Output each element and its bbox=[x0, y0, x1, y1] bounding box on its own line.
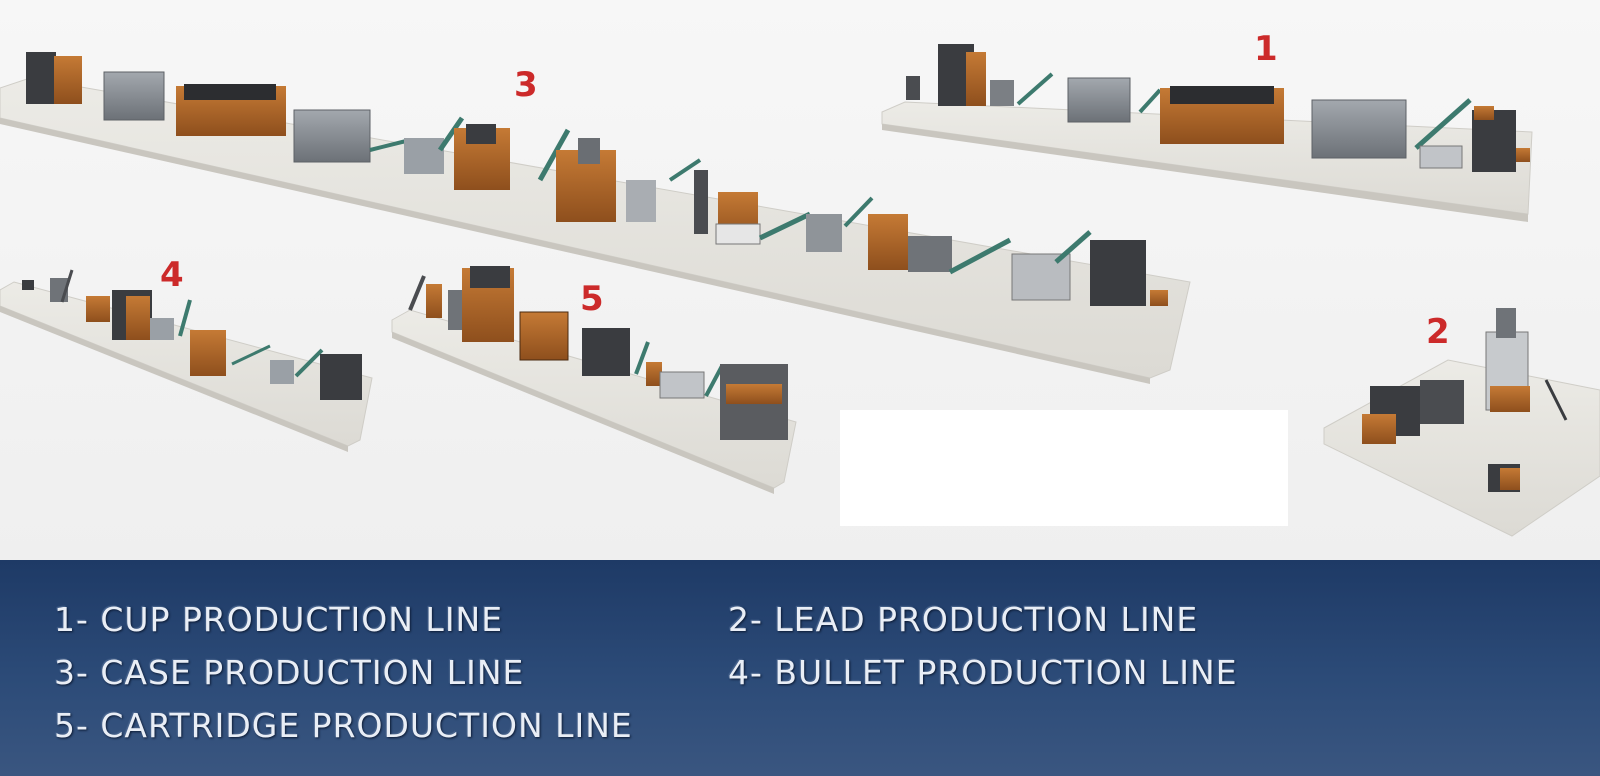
production-lines-drawing: 1 2 3 4 5 bbox=[0, 29, 1600, 537]
legend-item-cartridge-line: 5- CARTRIDGE PRODUCTION LINE bbox=[54, 706, 633, 745]
cup-production-line-machines bbox=[906, 44, 1530, 172]
legend-item-cup-line: 1- CUP PRODUCTION LINE bbox=[54, 600, 504, 639]
lead-production-line-machines bbox=[1362, 308, 1568, 492]
legend-item-bullet-line: 4- BULLET PRODUCTION LINE bbox=[728, 653, 1238, 692]
bullet-production-line-platform bbox=[0, 281, 373, 452]
legend-item-lead-line: 2- LEAD PRODUCTION LINE bbox=[728, 600, 1199, 639]
case-production-line-machines bbox=[26, 52, 1168, 306]
legend-item-case-line: 3- CASE PRODUCTION LINE bbox=[54, 653, 525, 692]
line-number-1: 1 bbox=[1254, 29, 1278, 69]
line-number-4: 4 bbox=[160, 255, 184, 295]
line-number-2: 2 bbox=[1426, 312, 1450, 352]
line-number-5: 5 bbox=[580, 279, 604, 319]
bullet-production-line-machines bbox=[22, 269, 362, 400]
line-number-3: 3 bbox=[514, 65, 538, 105]
legend-panel: 1- CUP PRODUCTION LINE 2- LEAD PRODUCTIO… bbox=[0, 560, 1600, 776]
cartridge-production-line-machines bbox=[408, 266, 788, 440]
blank-panel bbox=[840, 410, 1288, 526]
production-lines-illustration: 1 2 3 4 5 bbox=[0, 0, 1600, 560]
